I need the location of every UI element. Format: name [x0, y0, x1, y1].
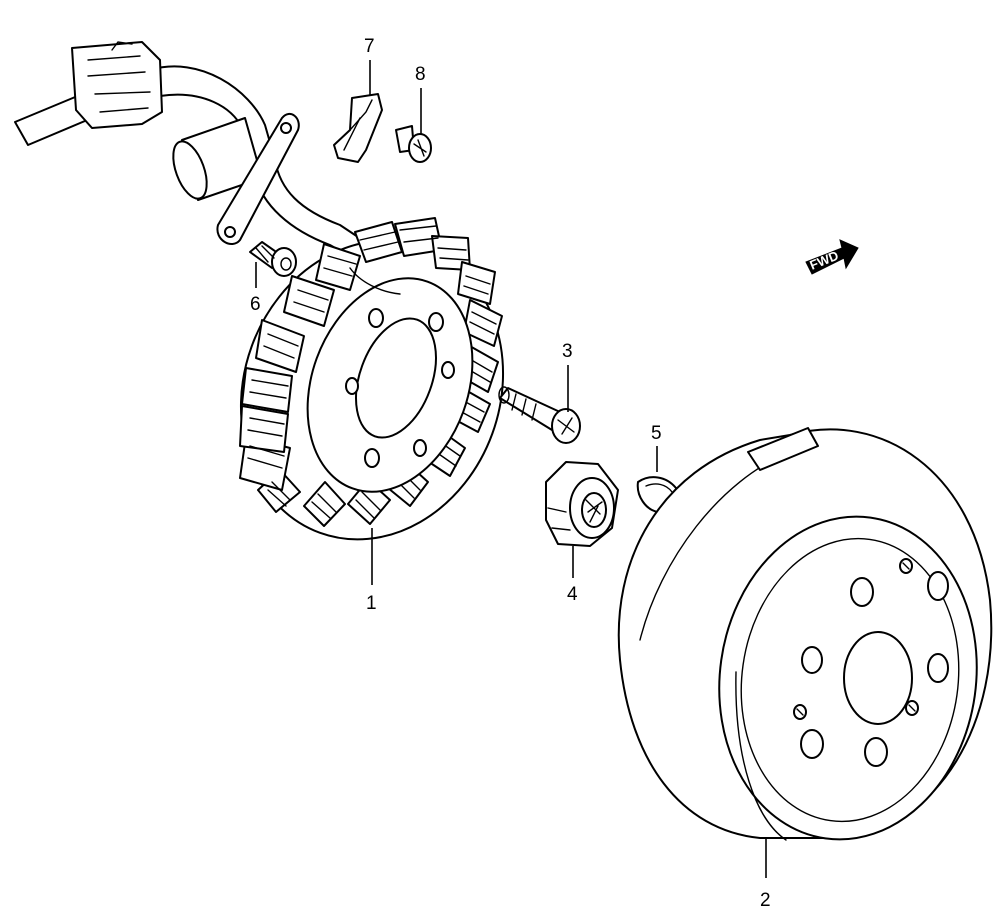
fwd-indicator: FWD [805, 239, 859, 275]
leader-lines [255, 60, 767, 878]
rotor-flywheel-part [617, 427, 993, 841]
callout-6: 6 [250, 294, 261, 315]
clamp-screw-part [395, 125, 432, 163]
callout-5: 5 [651, 423, 662, 444]
rotor-bolt-part [498, 386, 581, 444]
callout-1: 1 [366, 593, 377, 614]
callout-7: 7 [364, 36, 375, 57]
rotor-nut-part [545, 461, 619, 547]
wiring-harness [14, 41, 371, 263]
callout-4: 4 [567, 584, 578, 605]
stator-bolt-part [249, 241, 297, 277]
fwd-label: FWD [808, 248, 841, 273]
wire-clamp-part [333, 93, 383, 163]
stator-coils [239, 217, 503, 527]
callout-2: 2 [760, 890, 771, 911]
callout-8: 8 [415, 64, 426, 85]
arrow-right-icon [805, 239, 859, 275]
callout-labels: 1 2 3 4 5 6 7 8 [250, 36, 771, 911]
stator-coil-part [239, 217, 505, 541]
callout-3: 3 [562, 341, 573, 362]
